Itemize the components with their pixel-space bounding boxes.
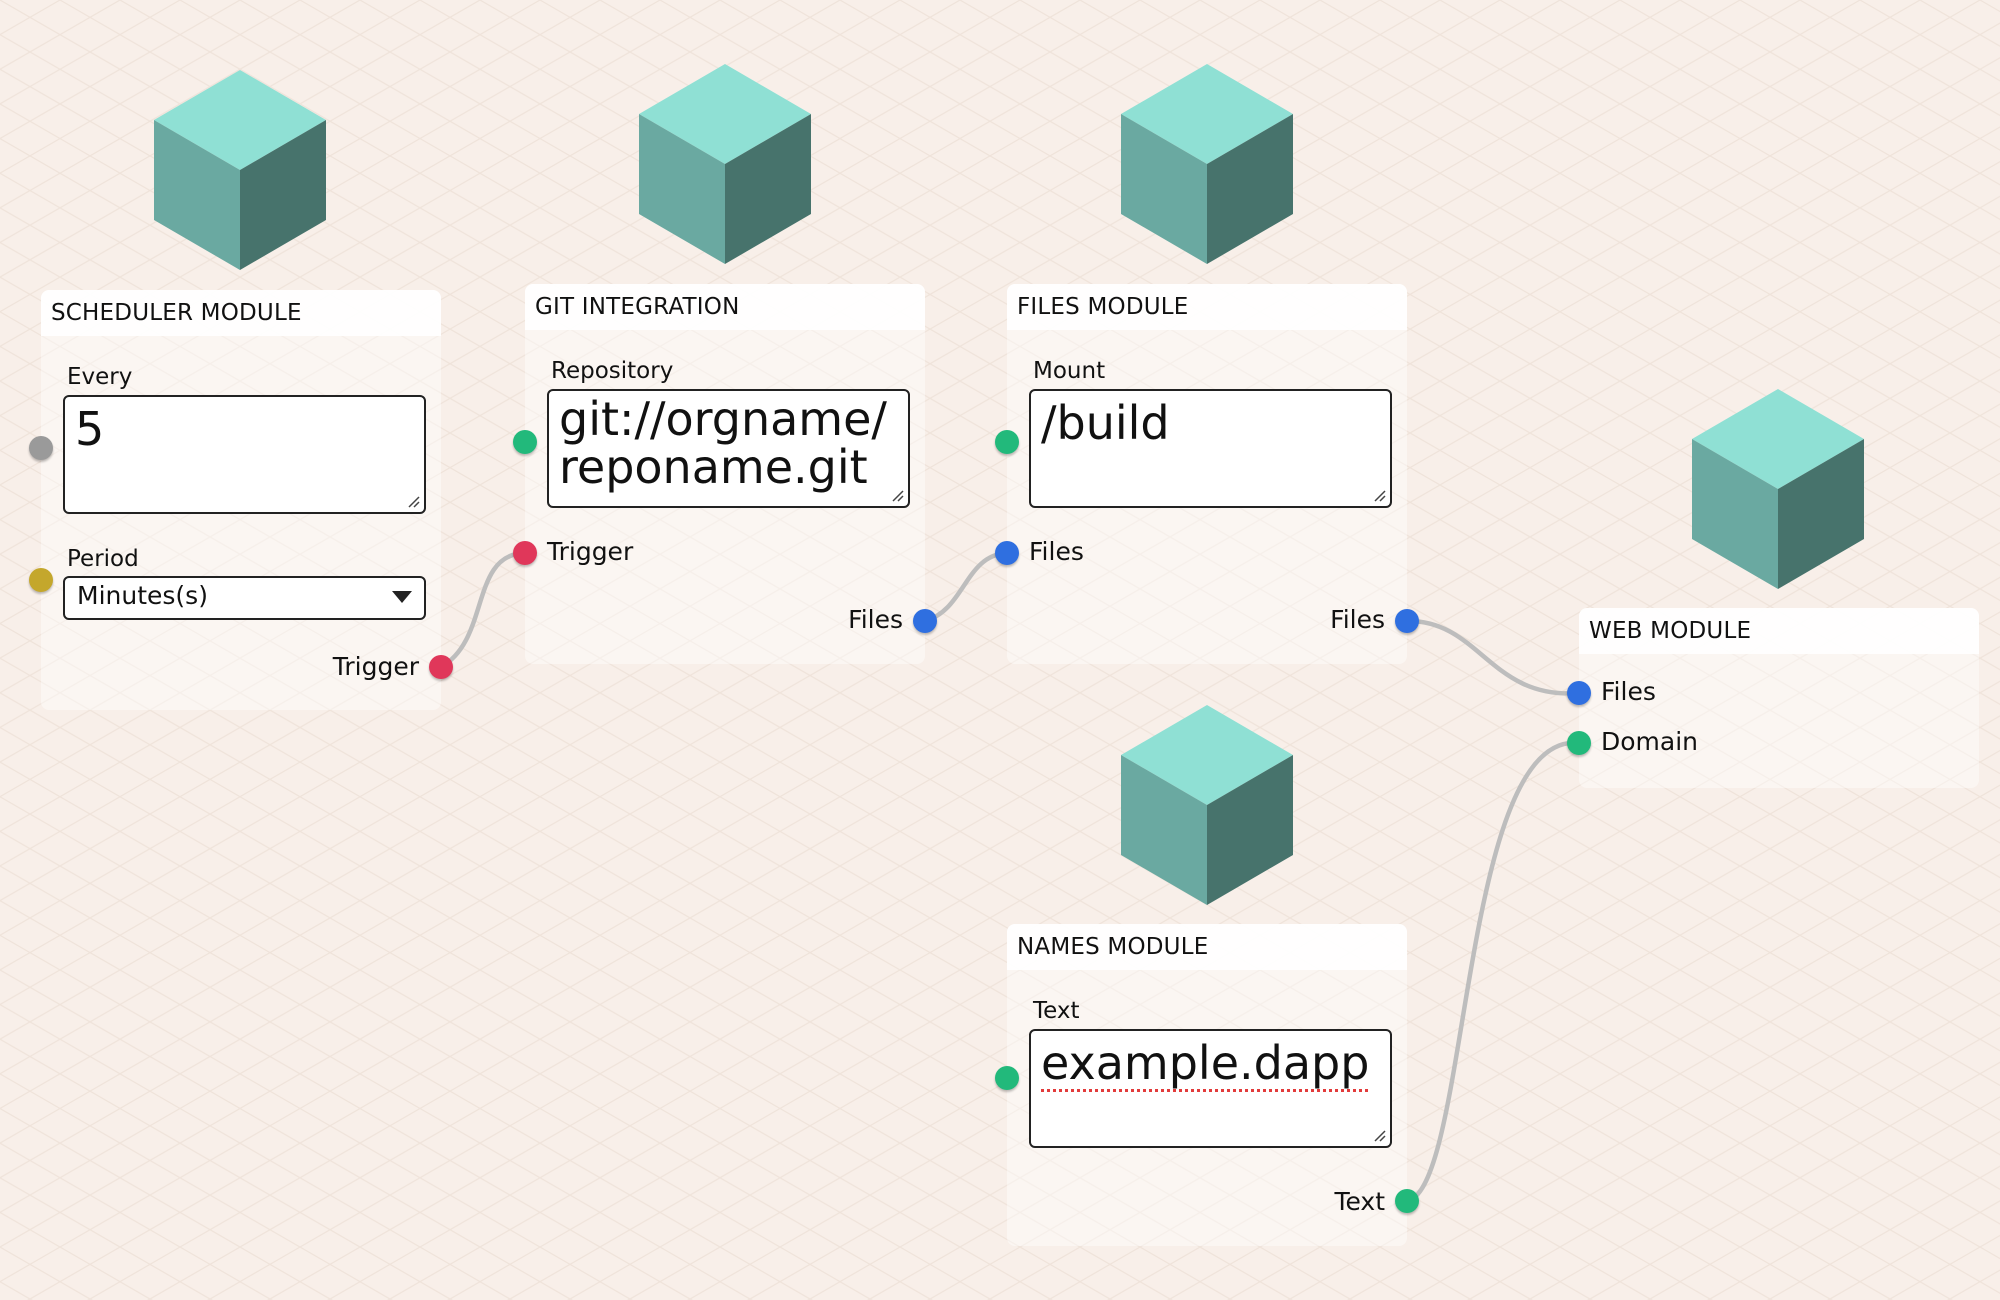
repository-value-line1: git://orgname/ [559,392,887,446]
period-input-port[interactable] [29,568,53,592]
node-title: SCHEDULER MODULE [41,290,441,336]
files-input-port[interactable] [1567,681,1591,705]
repository-input[interactable]: git://orgname/ reponame.git [547,389,910,508]
text-input[interactable]: example.dapp [1029,1029,1392,1148]
module-cube-icon [639,64,811,264]
text-output-label: Text [1334,1187,1385,1216]
mount-value: /build [1041,396,1170,450]
files-output-label: Files [1330,605,1385,634]
trigger-input-label: Trigger [547,537,634,566]
chevron-down-icon [392,591,412,603]
repository-label: Repository [551,358,674,384]
module-cube-icon [154,70,326,270]
text-input-port[interactable] [995,1066,1019,1090]
files-output-port[interactable] [913,609,937,633]
node-title: WEB MODULE [1579,608,1979,654]
node-title: NAMES MODULE [1007,924,1407,970]
web-module-node[interactable]: WEB MODULE Files Domain [1579,608,1979,788]
repository-value-line2: reponame.git [559,440,868,494]
files-output-label: Files [848,605,903,634]
trigger-output-label: Trigger [332,652,419,681]
resize-grip-icon[interactable] [1374,1130,1386,1142]
mount-label: Mount [1033,358,1106,384]
period-label: Period [67,546,139,572]
resize-grip-icon[interactable] [1374,490,1386,502]
mount-input[interactable]: /build [1029,389,1392,508]
every-label: Every [67,364,133,390]
files-input-label: Files [1029,537,1084,566]
module-cube-icon [1692,389,1864,589]
files-output-port[interactable] [1395,609,1419,633]
node-title: GIT INTEGRATION [525,284,925,330]
repository-input-port[interactable] [513,430,537,454]
text-label: Text [1033,998,1080,1024]
names-module-node[interactable]: NAMES MODULE Text example.dapp Text [1007,924,1407,1246]
mount-input-port[interactable] [995,430,1019,454]
scheduler-module-node[interactable]: SCHEDULER MODULE Every 5 Period Minutes(… [41,290,441,710]
period-value: Minutes(s) [77,581,208,610]
trigger-output-port[interactable] [429,655,453,679]
git-integration-node[interactable]: GIT INTEGRATION Repository git://orgname… [525,284,925,664]
domain-input-port[interactable] [1567,731,1591,755]
files-input-label: Files [1601,677,1656,706]
every-input[interactable]: 5 [63,395,426,514]
every-input-port[interactable] [29,436,53,460]
every-value: 5 [75,402,105,456]
text-output-port[interactable] [1395,1189,1419,1213]
domain-input-label: Domain [1601,727,1699,756]
resize-grip-icon[interactable] [408,496,420,508]
trigger-input-port[interactable] [513,541,537,565]
resize-grip-icon[interactable] [892,490,904,502]
files-input-port[interactable] [995,541,1019,565]
files-module-node[interactable]: FILES MODULE Mount /build Files Files [1007,284,1407,664]
text-value: example.dapp [1041,1036,1370,1090]
module-cube-icon [1121,705,1293,905]
node-title: FILES MODULE [1007,284,1407,330]
period-select[interactable]: Minutes(s) [63,576,426,620]
module-cube-icon [1121,64,1293,264]
